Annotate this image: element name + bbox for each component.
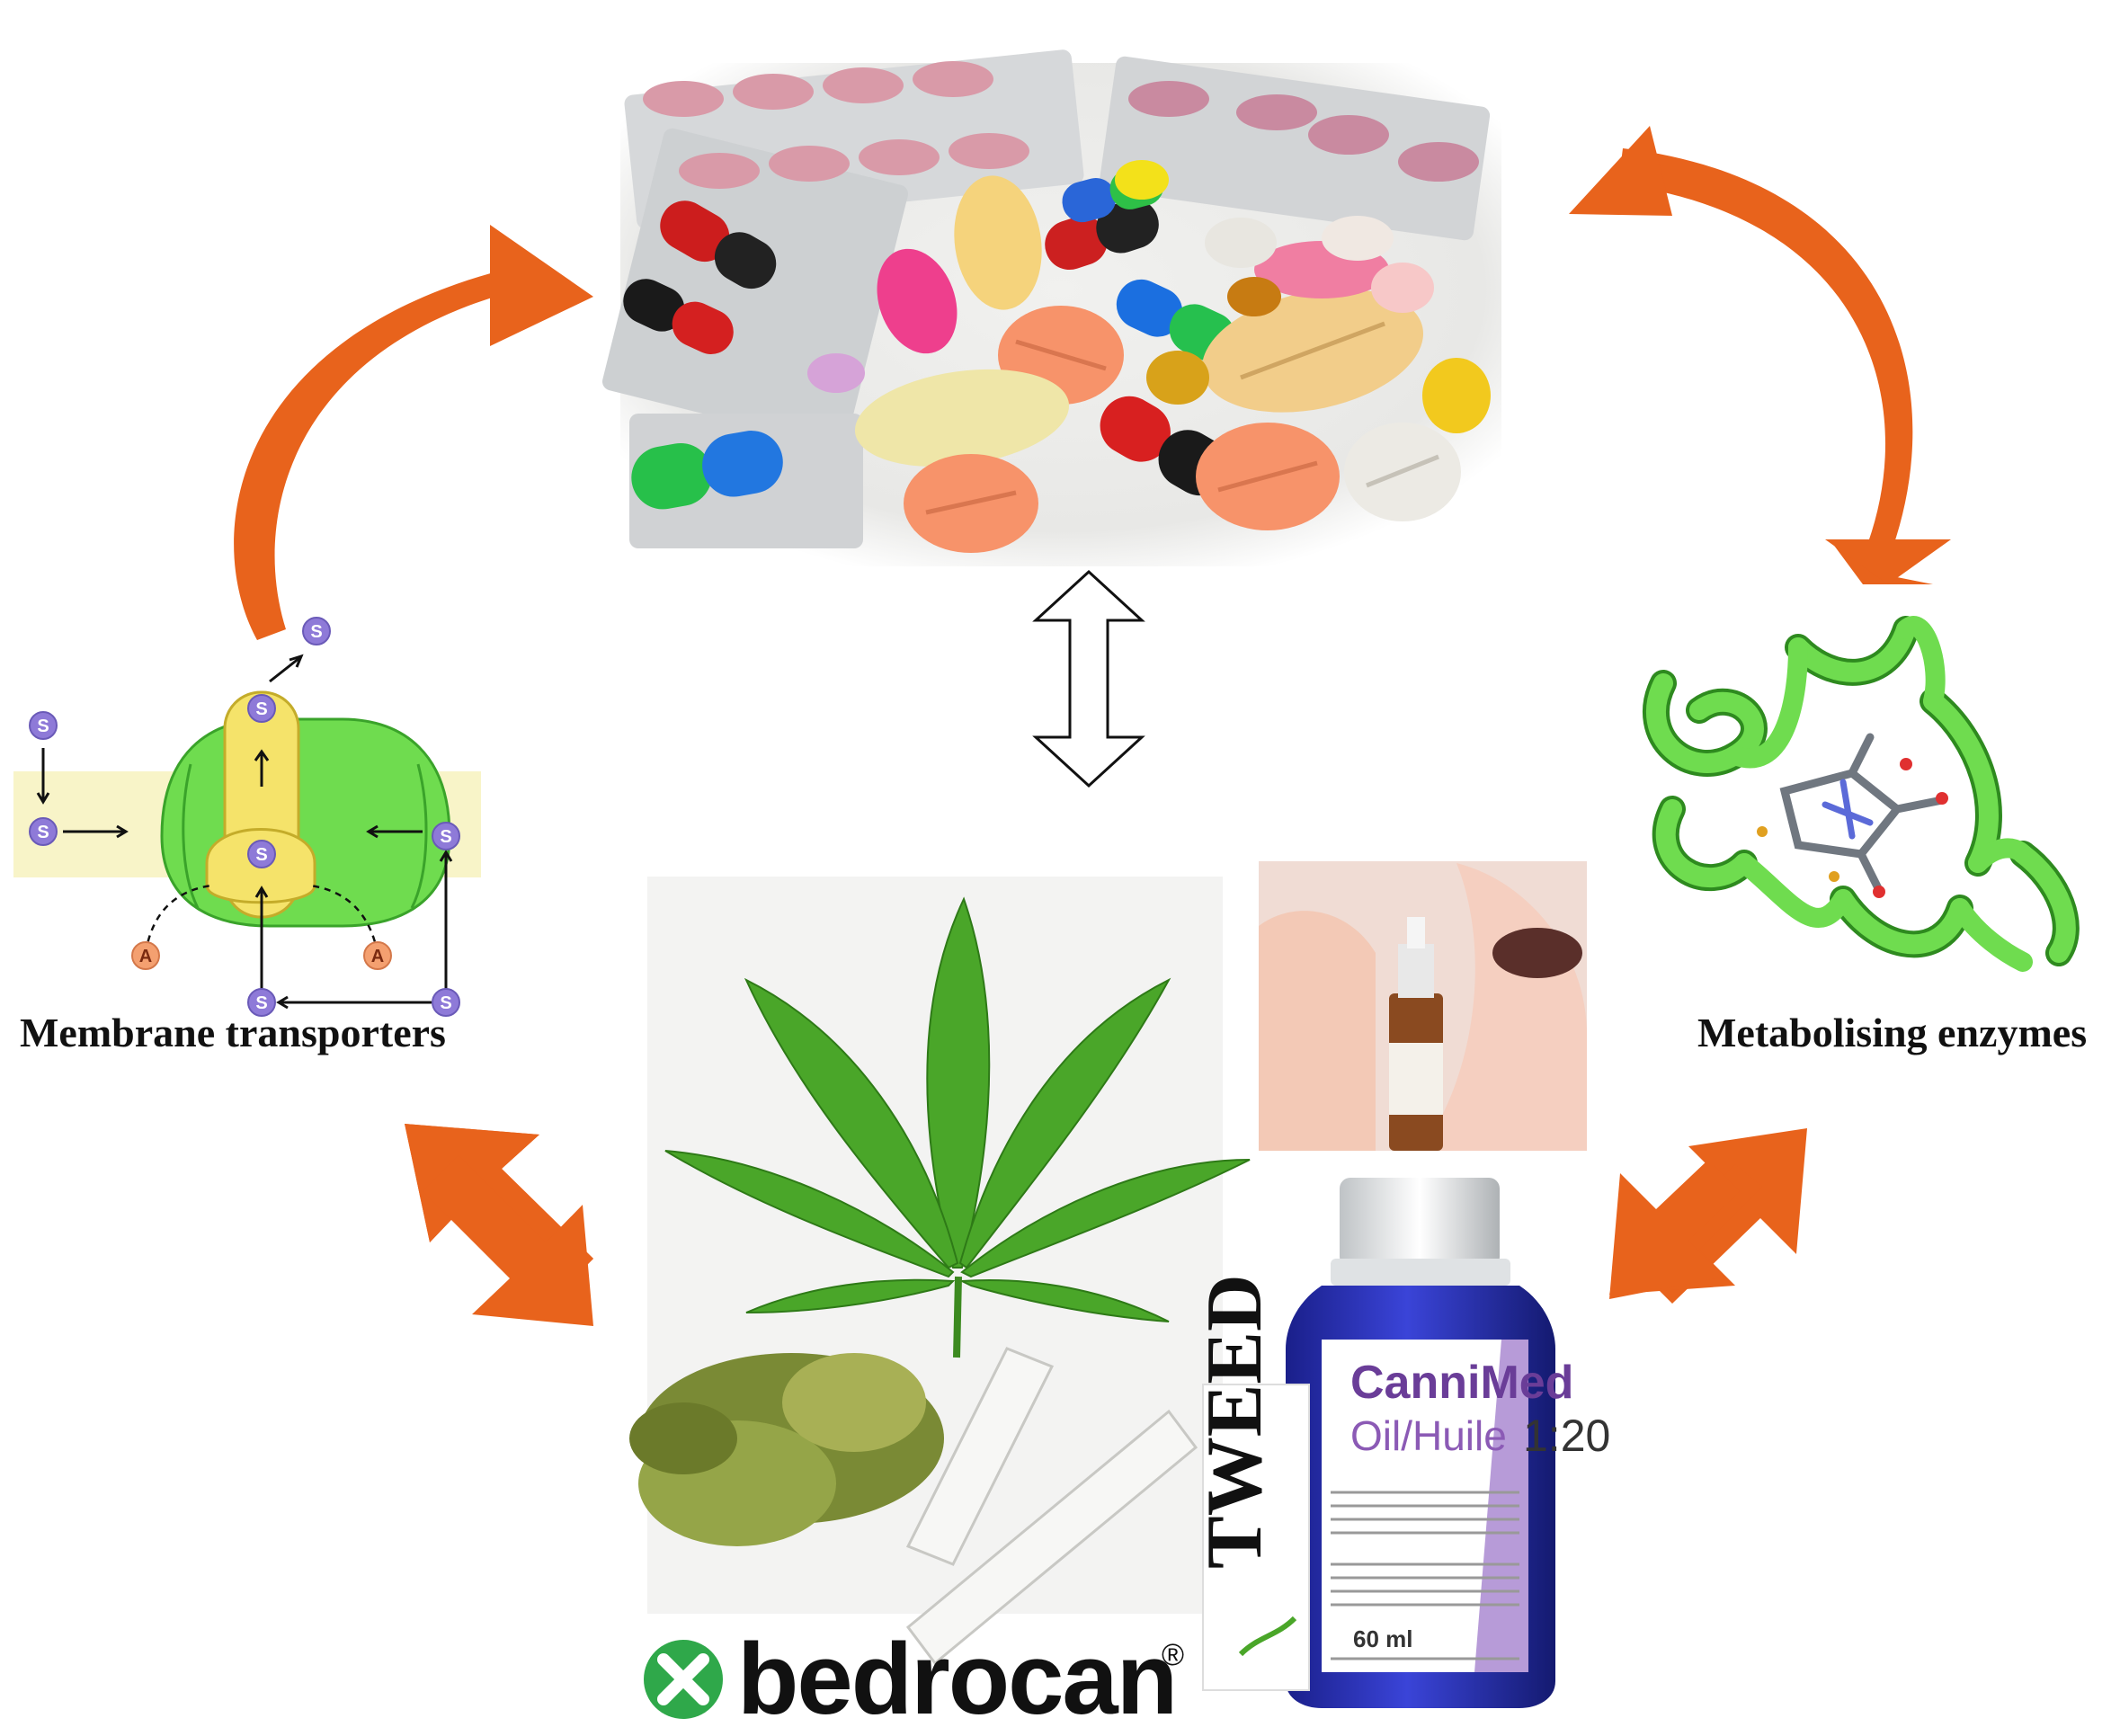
bedrocan-registered-mark: ® bbox=[1162, 1638, 1185, 1672]
curved-arrow-left bbox=[234, 225, 593, 640]
bedrocan-brand-text: bedrocan bbox=[737, 1623, 1178, 1735]
substrate-label: S bbox=[37, 823, 49, 842]
oral-spray-image bbox=[1259, 861, 1587, 1151]
metabolising-enzymes-label: Metabolising enzymes bbox=[1697, 1010, 2088, 1055]
double-arrow-outline bbox=[1032, 569, 1145, 788]
double-arrow-right-bottom bbox=[1609, 1128, 1807, 1304]
cannimed-product-type: Oil/Huile bbox=[1350, 1412, 1507, 1459]
substrate-label: S bbox=[440, 993, 451, 1013]
bedrocan-logo-icon bbox=[644, 1640, 723, 1719]
substrate-label: S bbox=[440, 827, 451, 847]
oil-bottle-image bbox=[1286, 1178, 1555, 1708]
substrate-icons bbox=[29, 617, 460, 1017]
atp-label: A bbox=[371, 947, 384, 966]
substrate-label: S bbox=[255, 993, 267, 1013]
tweed-logo bbox=[1202, 1384, 1310, 1691]
substrate-label: S bbox=[310, 622, 322, 642]
substrate-label: S bbox=[255, 845, 267, 865]
substrate-label: S bbox=[37, 717, 49, 736]
membrane-transporters-label: Membrane transporters bbox=[20, 1010, 446, 1055]
cannimed-brand-text: CanniMed bbox=[1350, 1357, 1574, 1409]
tweed-brand-text: TWEED bbox=[1191, 1274, 1278, 1569]
cannabis-leaf-image bbox=[629, 877, 1251, 1666]
double-arrow-left-bottom bbox=[405, 1124, 593, 1326]
pills-image bbox=[601, 49, 1501, 566]
substrate-label: S bbox=[255, 699, 267, 719]
membrane-transporter-diagram: S S S S S S S S A A bbox=[13, 617, 481, 1017]
enzyme-ribbon-image bbox=[1643, 616, 2080, 972]
curved-arrow-right-top bbox=[1569, 126, 1951, 584]
cannimed-volume: 60 ml bbox=[1353, 1625, 1413, 1652]
cannimed-ratio: 1:20 bbox=[1523, 1411, 1611, 1461]
atp-label: A bbox=[139, 947, 152, 966]
